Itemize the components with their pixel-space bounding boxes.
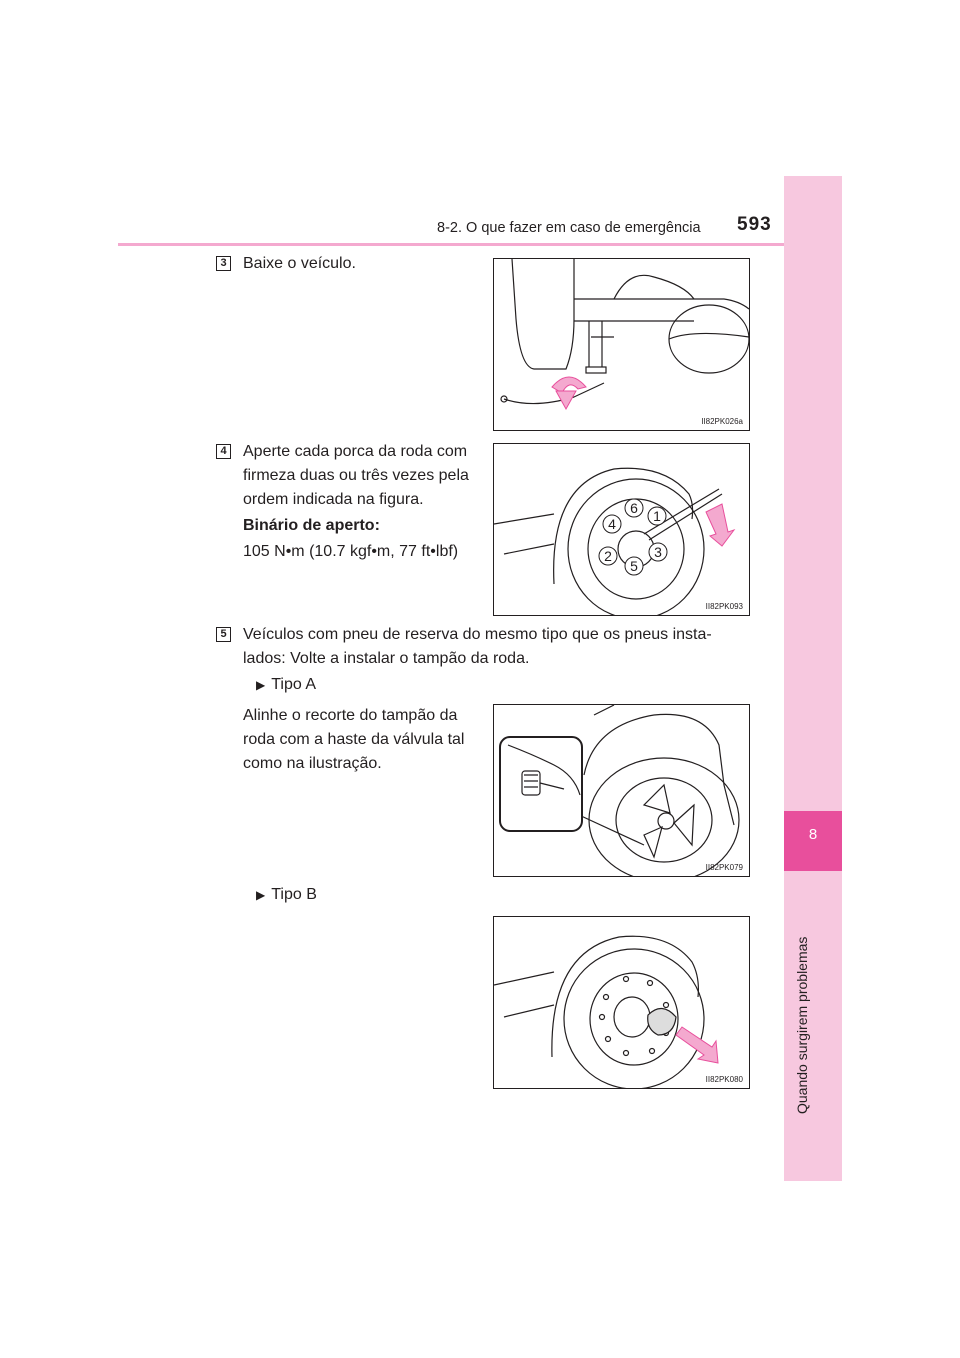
figure-lower-vehicle: II82PK026a bbox=[493, 258, 750, 431]
wheel-cap-type-b-illustration bbox=[494, 935, 719, 1088]
chapter-number-box bbox=[784, 811, 842, 871]
step-4-line-1: Aperte cada porca da roda com bbox=[243, 443, 468, 460]
type-a-line-1: Alinhe o recorte do tampão da bbox=[243, 707, 458, 724]
page-number: 593 bbox=[737, 214, 772, 235]
step-5-line-2: lados: Volte a instalar o tampão da roda… bbox=[243, 650, 530, 667]
type-b-heading: ▶ Tipo B bbox=[256, 883, 317, 907]
triangle-right-icon: ▶ bbox=[256, 888, 266, 902]
chapter-tab-strip bbox=[784, 176, 842, 1181]
step-5-marker: 5 bbox=[216, 627, 231, 642]
figure-code: II82PK079 bbox=[705, 863, 743, 872]
triangle-right-icon: ▶ bbox=[256, 678, 266, 692]
step-4-line-2: firmeza duas ou três vezes pela bbox=[243, 467, 469, 484]
chapter-title: Quando surgirem problemas bbox=[794, 936, 810, 1114]
figure-code: II82PK026a bbox=[701, 417, 743, 426]
type-a-label: Tipo A bbox=[271, 676, 316, 693]
type-a-line-2: roda com a haste da válvula tal bbox=[243, 731, 465, 748]
step-5-line-1: Veículos com pneu de reserva do mesmo ti… bbox=[243, 626, 712, 643]
header-rule bbox=[118, 243, 842, 246]
step-3-text: Baixe o veículo. bbox=[243, 255, 356, 272]
type-a-line-3: como na ilustração. bbox=[243, 755, 382, 772]
wheel-cap-type-a-illustration bbox=[499, 705, 740, 876]
nut-order-2: 2 bbox=[604, 548, 612, 564]
nut-order-6: 6 bbox=[630, 500, 638, 516]
jack-illustration bbox=[500, 259, 749, 411]
nut-order-1: 1 bbox=[653, 508, 661, 524]
torque-label: Binário de aperto: bbox=[243, 517, 380, 534]
type-b-label: Tipo B bbox=[271, 886, 317, 903]
step-4-line-3: ordem indicada na figura. bbox=[243, 491, 424, 508]
type-a-heading: ▶ Tipo A bbox=[256, 673, 316, 697]
figure-code: II82PK080 bbox=[705, 1075, 743, 1084]
figure-tighten-nuts: 1 2 3 4 5 6 II82PK093 bbox=[493, 443, 750, 616]
figure-wheel-cap-type-b: II82PK080 bbox=[493, 916, 750, 1089]
chapter-number: 8 bbox=[808, 826, 818, 843]
nut-order-4: 4 bbox=[608, 516, 616, 532]
nut-order-5: 5 bbox=[630, 558, 638, 574]
figure-wheel-cap-type-a: II82PK079 bbox=[493, 704, 750, 877]
nut-order-3: 3 bbox=[654, 544, 662, 560]
step-4-marker: 4 bbox=[216, 444, 231, 459]
figure-code: II82PK093 bbox=[705, 602, 743, 611]
step-3-marker: 3 bbox=[216, 256, 231, 271]
wheel-nut-order-illustration: 1 2 3 4 5 6 bbox=[494, 467, 736, 615]
torque-value: 105 N•m (10.7 kgf•m, 77 ft•lbf) bbox=[243, 543, 459, 560]
section-title: 8-2. O que fazer em caso de emergência bbox=[437, 220, 701, 236]
